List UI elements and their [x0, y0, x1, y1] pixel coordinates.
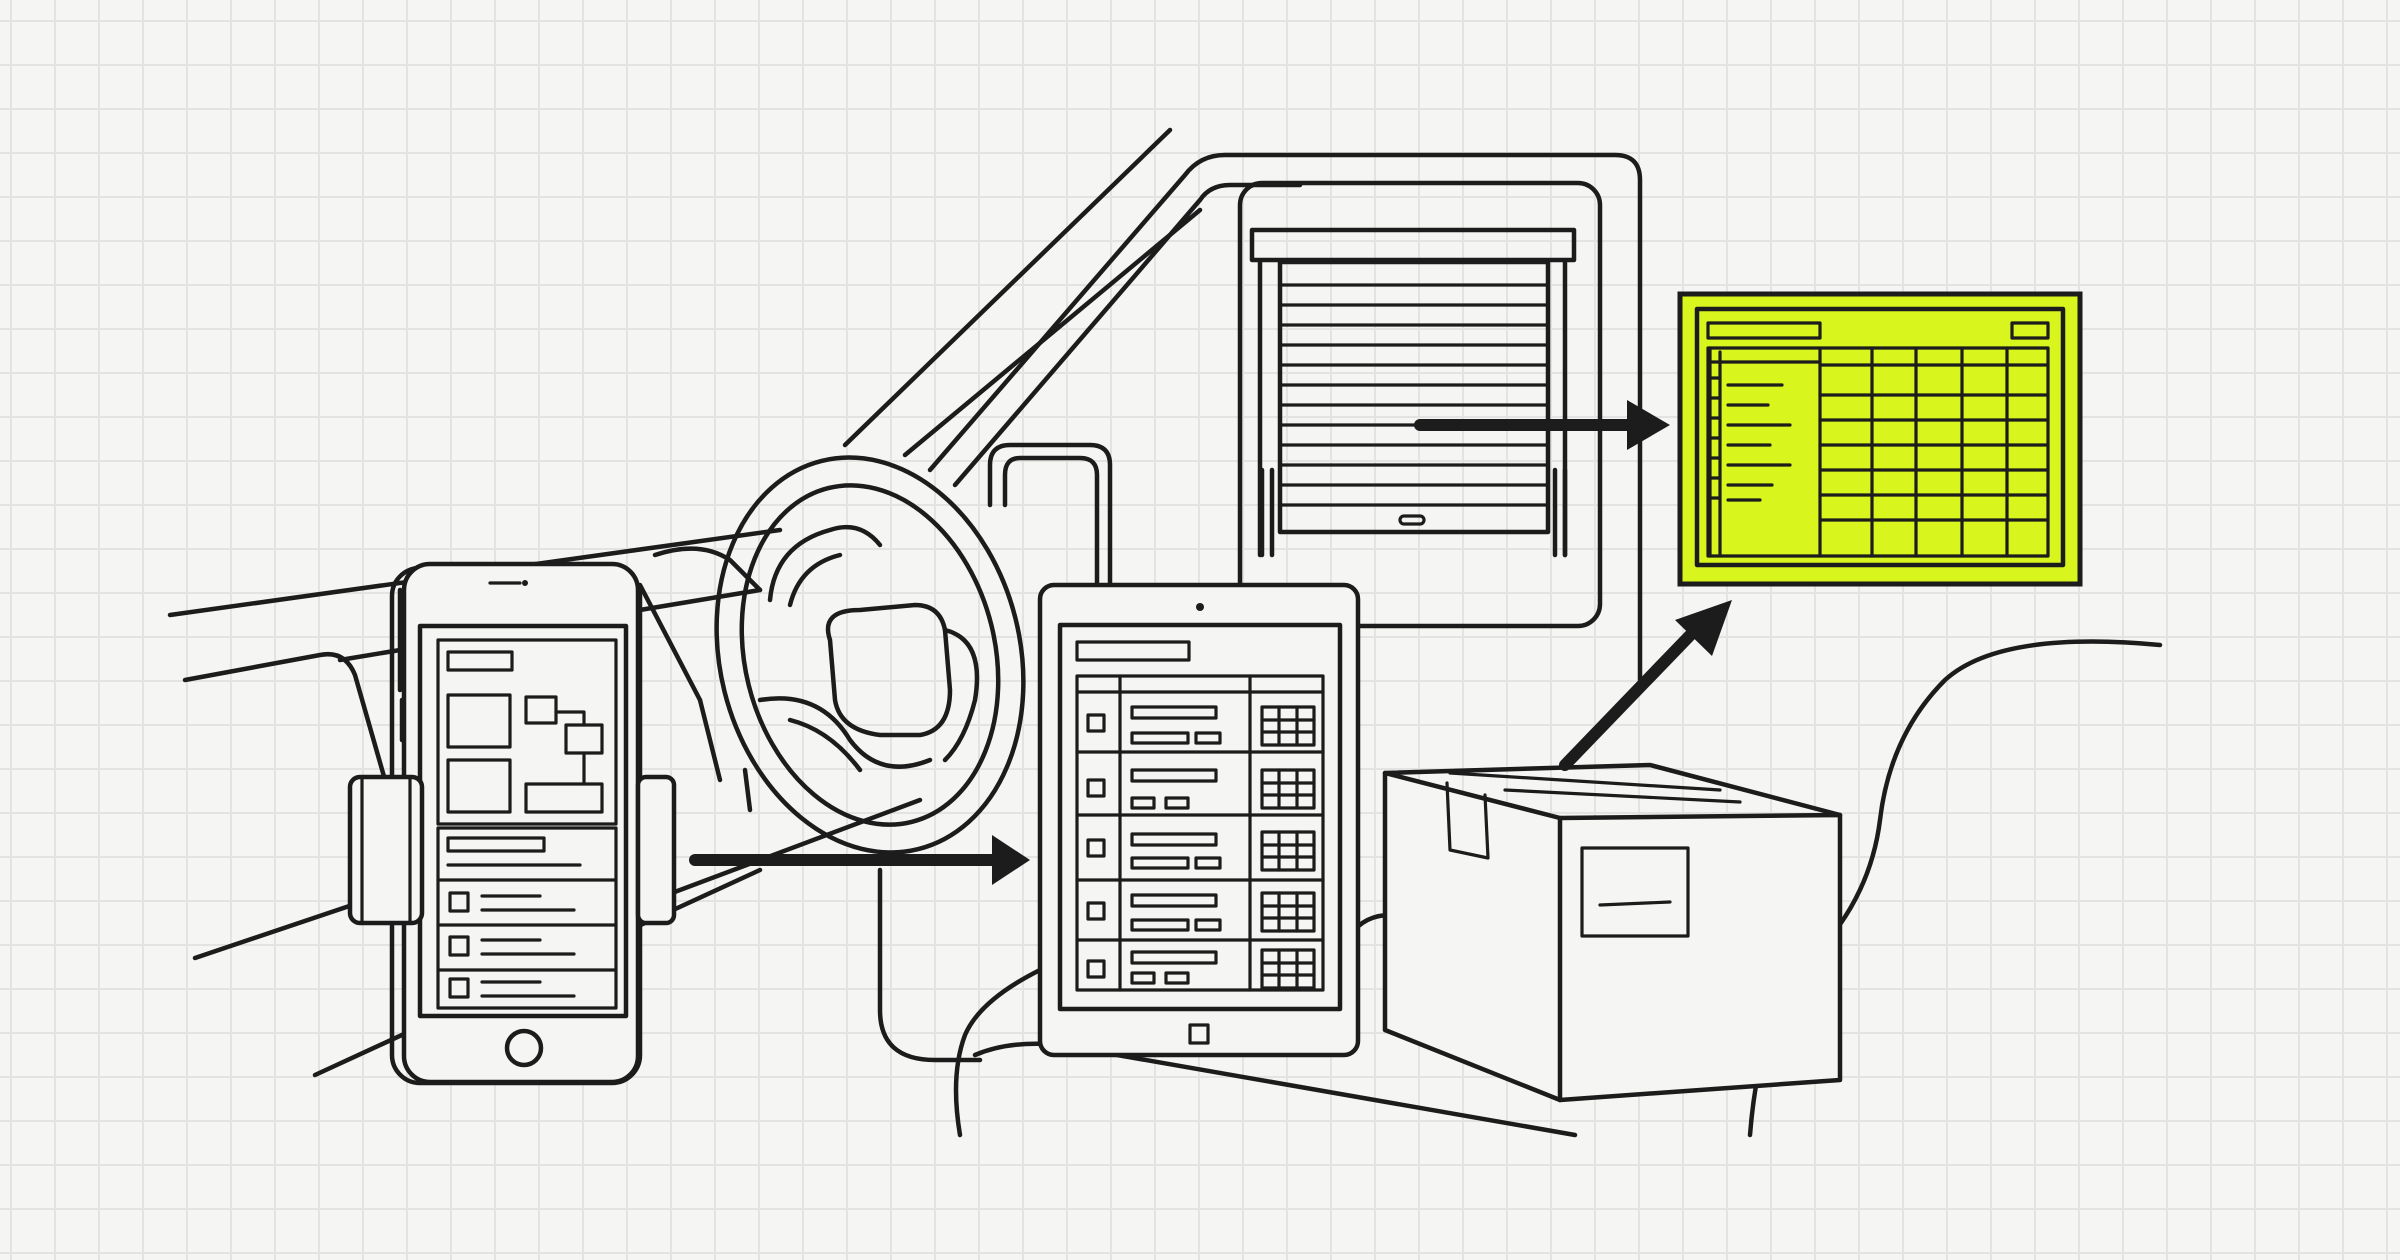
- steering-wheel-icon: [714, 455, 1026, 855]
- spreadsheet-screen-icon: [1677, 291, 2083, 587]
- phone-screen-content: [436, 638, 618, 1010]
- smartphone-icon: [347, 561, 677, 1086]
- arrow-diagonal-icon: [1559, 600, 1732, 771]
- tablet-icon: [1037, 582, 1361, 1058]
- roller-shutter-door-icon: [1237, 180, 1603, 629]
- cargo-box-icon: [1382, 762, 1843, 1103]
- arrow-right-icon: [1414, 400, 1670, 450]
- tablet-screen-content: [1075, 640, 1325, 992]
- arrow-right-icon: [689, 835, 1030, 885]
